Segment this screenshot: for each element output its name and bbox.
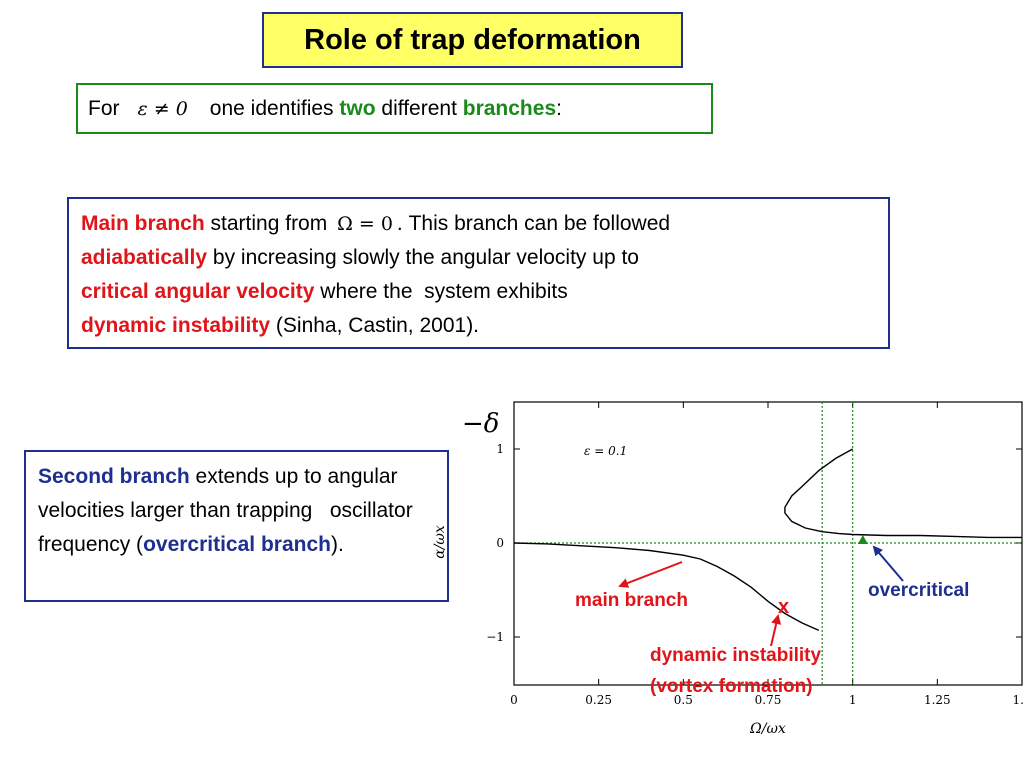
dynamic-instability-label: dynamic instability [81,314,271,337]
intro-text2: different [381,96,457,120]
x-tick-label: 1.5 [1012,693,1024,707]
main-text4: where the system exhibits [320,280,568,303]
minus-delta-label: −δ [462,409,499,439]
main-line-1: Main branch starting from Ω = 0. This br… [81,207,888,241]
main-branch-annotation: main branch [575,590,688,611]
second-branch-box: Second branch extends up to angular velo… [24,450,449,602]
main-branch-label: Main branch [81,212,205,235]
y-axis-label: α/ωx [432,525,448,559]
y-tick-label: 1 [496,442,504,456]
y-tick-label: −1 [486,630,504,644]
critical-velocity-label: critical angular velocity [81,280,315,303]
dynamic-instability-annotation: dynamic instability [650,645,822,666]
critical-marker-icon [857,535,868,544]
intro-statement: For ε ≠ 0 one identifies two different b… [76,83,713,134]
main-line-2: adiabatically by increasing slowly the a… [81,241,888,275]
adiabatically-label: adiabatically [81,246,208,269]
intro-text1: one identifies [209,96,334,120]
intro-two: two [339,96,376,120]
overcritical-annotation: overcritical [868,580,970,601]
main-text3: by increasing slowly the angular velocit… [212,246,639,269]
branch-chart: 0 0.25 0.5 0.75 1 1.25 1.5 1 0 −1 −δ ε = 0.1 Ω/ωx… [432,401,1024,737]
main-text1: starting from [210,212,328,235]
main-branch-curve [513,542,820,632]
main-branch-box: Main branch starting from Ω = 0. This br… [67,197,890,349]
vertical-guides [514,402,1022,685]
x-tick-label: 0 [510,693,518,707]
main-branch-arrow [618,561,683,588]
axis-ticks: 0 0.25 0.5 0.75 1 1.25 1.5 1 0 −1 [486,402,1024,707]
x-axis-label: Ω/ωx [749,721,786,737]
y-tick-label: 0 [496,536,504,550]
vortex-formation-annotation: (vortex formation) [650,676,813,697]
instability-x-mark: x [778,596,790,618]
x-tick-label: 1.25 [924,693,951,707]
main-text2: . This branch can be followed [396,212,671,235]
x-tick-label: 0.5 [674,693,693,707]
overcritical-arrow [872,545,904,582]
second-text1: extends up to angular velocities larger … [38,465,419,556]
overcritical-branch-label: overcritical branch [143,533,331,556]
main-line-3: critical angular velocity where the syst… [81,275,888,309]
omega-condition: Ω = 0 [337,213,393,235]
instability-arrow [770,614,782,647]
overcritical-branch-curve [784,448,1022,539]
data-series [513,448,1022,632]
x-tick-label: 0.25 [585,693,612,707]
intro-branches: branches [462,96,557,120]
epsilon-condition: ε ≠ 0 [137,97,188,120]
slide-title: Role of trap deformation [262,12,683,68]
second-branch-label: Second branch [38,465,190,488]
second-text2: ). [330,533,344,556]
intro-suffix: : [556,96,562,120]
x-tick-label: 1 [849,693,857,707]
x-tick-label: 0.75 [755,693,782,707]
main-line-4: dynamic instability (Sinha, Castin, 2001… [81,309,888,343]
epsilon-value-label: ε = 0.1 [584,444,627,458]
main-text5: (Sinha, Castin, 2001). [275,314,480,337]
intro-prefix: For [88,96,120,120]
